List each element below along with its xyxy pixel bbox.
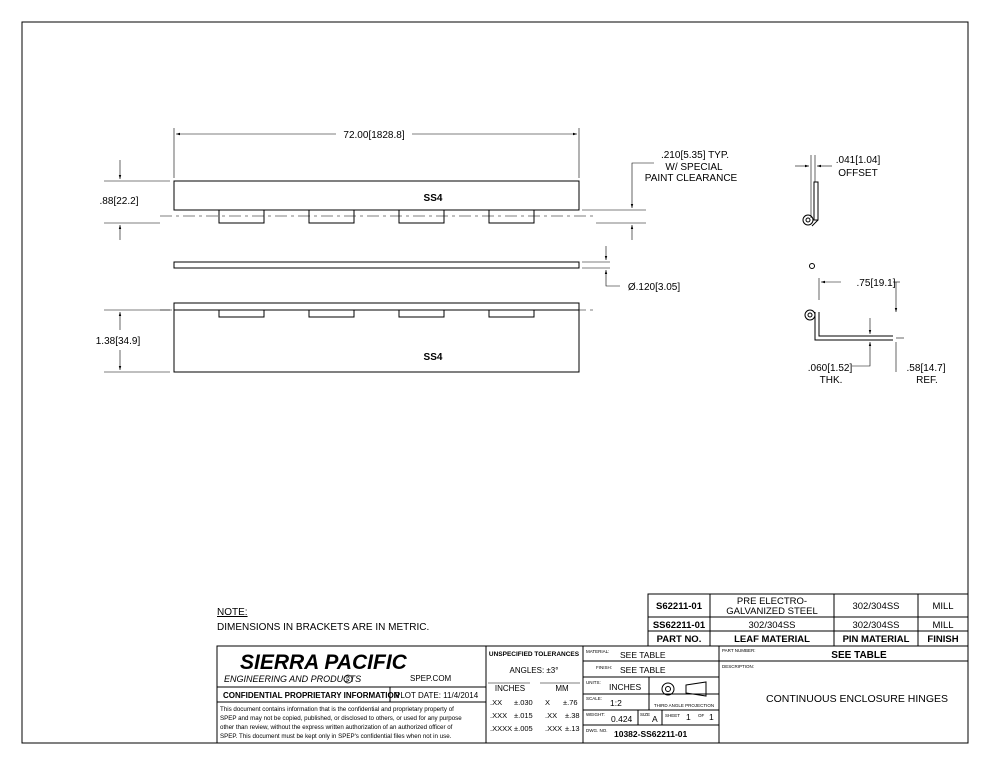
row1-leaf-line2: GALVANIZED STEEL	[726, 606, 818, 617]
disclaimer-line-1: This document contains information that …	[220, 706, 454, 713]
svg-text:R: R	[346, 677, 350, 683]
tolerances-title: UNSPECIFIED TOLERANCES	[489, 651, 580, 658]
header-part-no: PART NO.	[657, 634, 702, 645]
description-label: DESCRIPTION:	[722, 664, 754, 669]
size-value: A	[652, 714, 658, 724]
description-value: CONTINUOUS ENCLOSURE HINGES	[766, 693, 948, 705]
title-block	[216, 645, 969, 744]
dwg-value: 10382-SS62211-01	[614, 729, 688, 739]
ref-text: REF.	[916, 375, 938, 386]
company-website: SPEP.COM	[410, 674, 452, 683]
header-pin: PIN MATERIAL	[843, 634, 910, 645]
top-leaf-view	[104, 128, 654, 240]
sheet-value: 1	[686, 712, 691, 722]
tol-mm-1: X	[545, 698, 550, 707]
material-label: MATERIAL:	[586, 649, 609, 654]
row1-part-no: S62211-01	[656, 601, 703, 612]
tol-in-3-val: ±.005	[514, 724, 533, 733]
sheet-label: SHEET	[665, 713, 680, 718]
angles-tolerance: ANGLES: ±3°	[510, 666, 559, 675]
ref-label: .58[14.7]	[907, 363, 946, 374]
thk-text: THK.	[820, 375, 843, 386]
dwg-label: DWG. NO.	[586, 728, 608, 733]
weight-value: 0.424	[611, 714, 633, 724]
top-leaf	[173, 180, 580, 211]
bottom-leaf-view	[104, 302, 596, 373]
row2-part-no: SS62211-01	[653, 620, 706, 631]
scale-label: SCALE:	[586, 696, 602, 701]
note-title: NOTE:	[217, 607, 248, 618]
width-label: .75[19.1]	[857, 278, 896, 289]
projection-label: THIRD ANGLE PROJECTION	[654, 703, 714, 708]
clearance-label: .210[5.35] TYP.	[661, 150, 729, 161]
header-finish: FINISH	[927, 634, 958, 645]
weight-label: WEIGHT:	[586, 712, 605, 717]
part-number-value: SEE TABLE	[831, 650, 887, 661]
finish-value: SEE TABLE	[620, 665, 666, 675]
inches-header: INCHES	[495, 684, 525, 693]
clearance-line2: W/ SPECIAL	[665, 162, 723, 173]
pin-view	[173, 246, 620, 287]
offset-side-view	[795, 155, 832, 227]
row1-finish: MILL	[932, 601, 953, 612]
top-height-label: .88[22.2]	[100, 196, 139, 207]
registered-mark: R	[343, 674, 353, 684]
offset-label: .041[1.04]	[836, 155, 881, 166]
row2-finish: MILL	[932, 620, 953, 631]
offset-text: OFFSET	[838, 168, 877, 179]
pin-dia-label: Ø.120[3.05]	[628, 282, 681, 293]
scale-value: 1:2	[610, 698, 622, 708]
of-value: 1	[709, 712, 714, 722]
tol-mm-1-val: ±.76	[563, 698, 578, 707]
tol-in-3: .XXXX	[490, 724, 512, 733]
row2-leaf: 302/304SS	[748, 620, 795, 631]
top-leaf-label: SS4	[424, 193, 443, 204]
company-sub: ENGINEERING AND PRODUCTS	[224, 674, 361, 684]
bent-side-view	[804, 263, 904, 372]
row1-pin: 302/304SS	[852, 601, 899, 612]
row2-pin: 302/304SS	[852, 620, 899, 631]
confidential-label: CONFIDENTIAL PROPRIETARY INFORMATION	[223, 691, 400, 700]
finish-label: FINISH:	[596, 665, 612, 670]
mm-header: MM	[555, 684, 569, 693]
disclaimer-line-4: SPEP. This document must be kept only in…	[220, 733, 452, 740]
bottom-height-label: 1.38[34.9]	[96, 336, 141, 347]
part-number-label: PART NUMBER:	[722, 648, 756, 653]
disclaimer-line-3: other than review, without the express w…	[220, 724, 453, 731]
tol-mm-3-val: ±.13	[565, 724, 580, 733]
overall-length-label: 72.00[1828.8]	[343, 130, 404, 141]
tol-in-1-val: ±.030	[514, 698, 533, 707]
material-value: SEE TABLE	[620, 650, 666, 660]
tol-in-2-val: ±.015	[514, 711, 533, 720]
disclaimer-line-2: SPEP and may not be copied, published, o…	[220, 715, 462, 722]
plot-date: PLOT DATE: 11/4/2014	[395, 691, 479, 700]
of-label: OF	[698, 713, 705, 718]
tol-mm-2: .XX	[545, 711, 557, 720]
units-value: INCHES	[609, 682, 641, 692]
bottom-leaf-label: SS4	[424, 352, 443, 363]
tol-mm-3: .XXX	[545, 724, 562, 733]
tol-in-1: .XX	[490, 698, 502, 707]
row1-leaf-line1: PRE ELECTRO-	[737, 596, 807, 607]
tol-in-2: .XXX	[490, 711, 507, 720]
header-leaf: LEAF MATERIAL	[734, 634, 810, 645]
tol-mm-2-val: ±.38	[565, 711, 580, 720]
company-name: SIERRA PACIFIC	[240, 651, 408, 674]
part-table	[647, 593, 969, 647]
thk-label: .060[1.52]	[808, 363, 853, 374]
clearance-line3: PAINT CLEARANCE	[645, 173, 738, 184]
units-label: UNITS:	[586, 680, 601, 685]
note-text: DIMENSIONS IN BRACKETS ARE IN METRIC.	[217, 622, 429, 633]
size-label: SIZE	[640, 712, 650, 717]
